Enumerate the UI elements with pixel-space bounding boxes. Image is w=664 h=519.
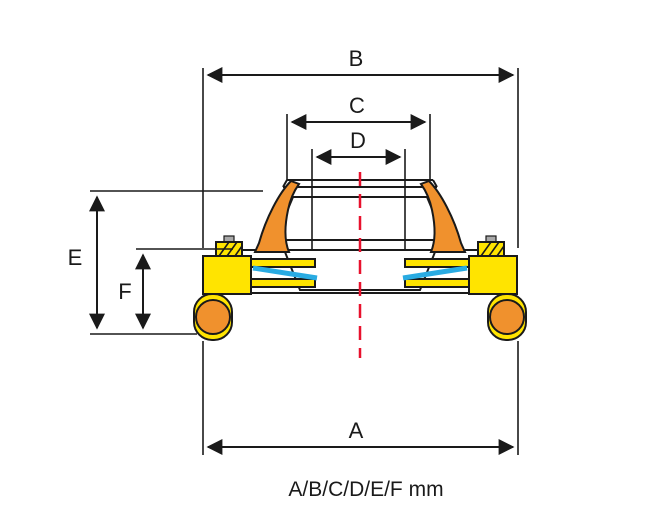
seal-lip-left (253, 179, 301, 253)
dimension-label-d: D (350, 128, 366, 153)
o-ring-left (195, 299, 231, 335)
casing-right-upper-finger (404, 258, 470, 268)
dimension-label-f: F (118, 279, 132, 304)
dimension-a (202, 341, 519, 455)
diagram-caption: A/B/C/D/E/F mm (288, 478, 444, 501)
dimension-label-c: C (349, 93, 365, 118)
spring-right (402, 265, 468, 281)
o-rings (195, 299, 525, 335)
seal-lips (253, 179, 467, 253)
o-ring-right (489, 299, 525, 335)
casing-left-block (202, 255, 252, 295)
dimension-f (135, 248, 233, 330)
casing-left-upper-finger (250, 258, 316, 268)
dimension-label-a: A (348, 418, 364, 443)
casing-left-lower-finger (250, 278, 316, 288)
hatched-square-right (477, 241, 505, 257)
dimension-b (202, 67, 519, 248)
casing-right-lower-finger (404, 278, 470, 288)
dimension-label-b: B (348, 46, 364, 71)
dimension-c (286, 114, 431, 181)
casing-right-block (468, 255, 518, 295)
seal-lip-right (419, 179, 467, 253)
spring-blue (252, 265, 468, 281)
dimension-d (311, 149, 406, 251)
dimension-e (89, 190, 263, 335)
spring-left (252, 265, 318, 281)
dimension-label-e: E (67, 245, 83, 270)
